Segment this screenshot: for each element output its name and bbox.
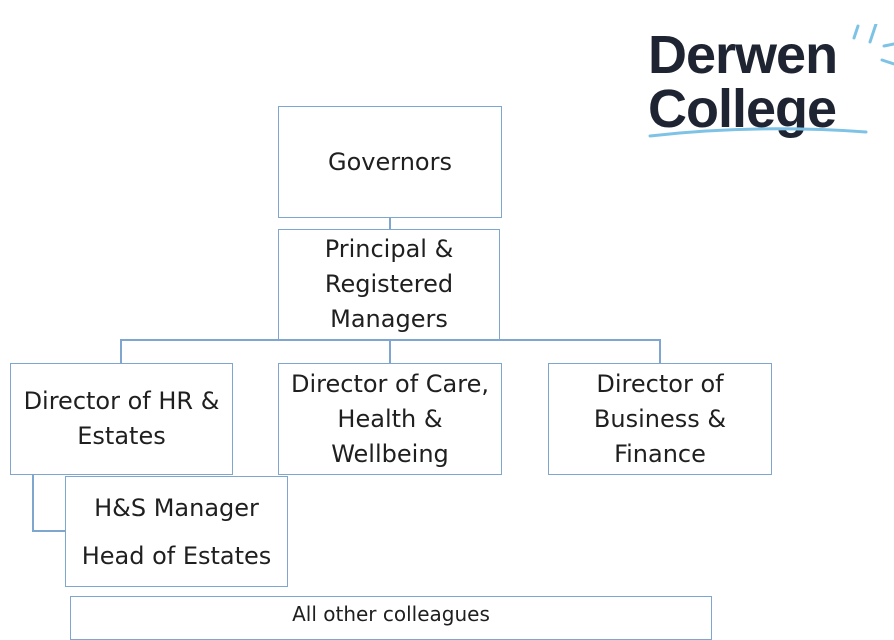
head-of-estates-label: Head of Estates xyxy=(81,541,272,570)
connector-governors-principal xyxy=(389,216,391,230)
all-colleagues-box: All other colleagues xyxy=(70,596,712,640)
principal-label-line: Registered xyxy=(324,270,454,298)
director-care-label-line: Health & xyxy=(337,404,443,433)
director-hr-label-line: Director of HR & xyxy=(23,387,220,415)
connector-to-business xyxy=(659,339,661,363)
director-care-label-line: Director of Care, xyxy=(291,369,489,398)
director-business-label-line: Business & xyxy=(593,404,727,433)
logo-line-2: College xyxy=(648,79,837,139)
director-care-box: Director of Care, Health & Wellbeing xyxy=(278,363,502,475)
logo-line-1: Derwen xyxy=(648,25,838,85)
governors-label: Governors xyxy=(328,147,452,176)
connector-to-hr xyxy=(120,339,122,363)
hs-manager-label: H&S Manager xyxy=(94,493,259,522)
connector-hr-to-hs xyxy=(32,530,66,532)
director-hr-box: Director of HR & Estates xyxy=(10,363,233,475)
governors-box: Governors xyxy=(278,106,502,218)
principal-box: Principal & Registered Managers xyxy=(278,229,500,340)
connector-horizontal xyxy=(120,339,661,341)
hs-estates-box: H&S Manager Head of Estates xyxy=(65,476,288,587)
director-care-label-line: Wellbeing xyxy=(331,439,449,468)
logo-accent-icon xyxy=(648,24,894,138)
derwen-college-logo: Derwen College xyxy=(644,24,894,146)
director-hr-label-line: Estates xyxy=(77,422,166,450)
all-colleagues-label: All other colleagues xyxy=(292,602,490,626)
connector-hr-down xyxy=(32,474,34,532)
director-business-label-line: Director of xyxy=(596,369,724,398)
director-business-box: Director of Business & Finance xyxy=(548,363,772,475)
principal-label-line: Managers xyxy=(330,305,448,333)
director-business-label-line: Finance xyxy=(614,439,706,468)
connector-principal-down xyxy=(389,339,391,363)
principal-label-line: Principal & xyxy=(324,235,454,263)
